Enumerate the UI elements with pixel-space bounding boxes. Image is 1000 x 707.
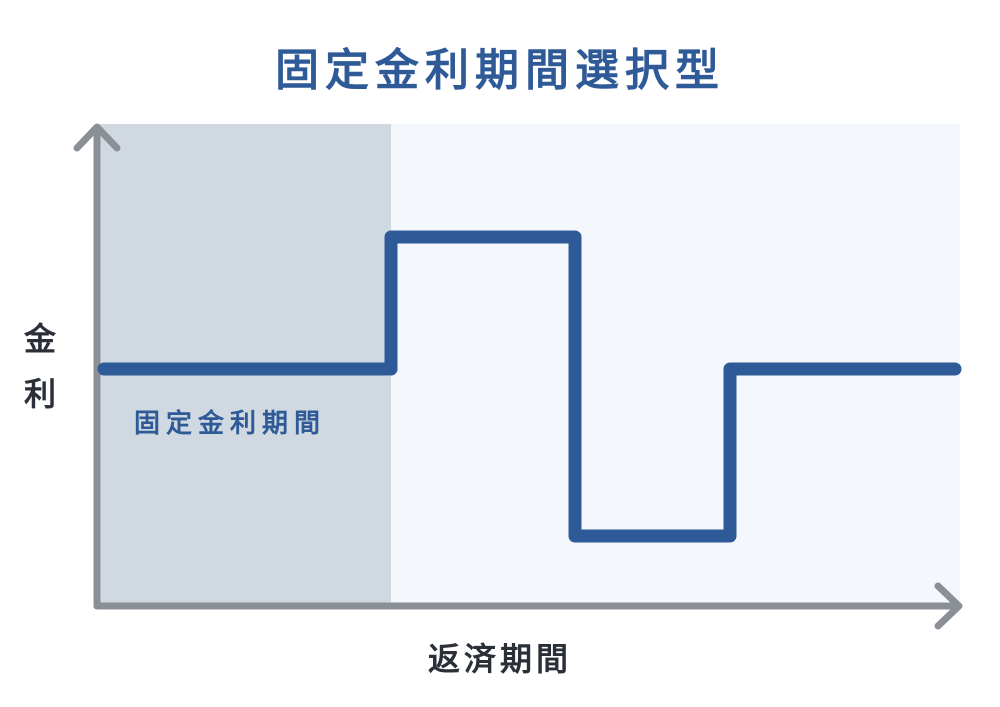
x-axis-arrowhead (934, 582, 963, 630)
interest-rate-line (97, 230, 962, 543)
y-axis-arrowhead (73, 123, 121, 152)
fixed-period-label: 固定金利期間 (134, 408, 326, 439)
diagram-title: 固定金利期間選択型 (275, 45, 725, 96)
y-axis-label-line1: 金 (23, 320, 57, 358)
x-axis-label: 返済期間 (428, 640, 572, 678)
y-axis-label-line2: 利 (24, 375, 56, 413)
